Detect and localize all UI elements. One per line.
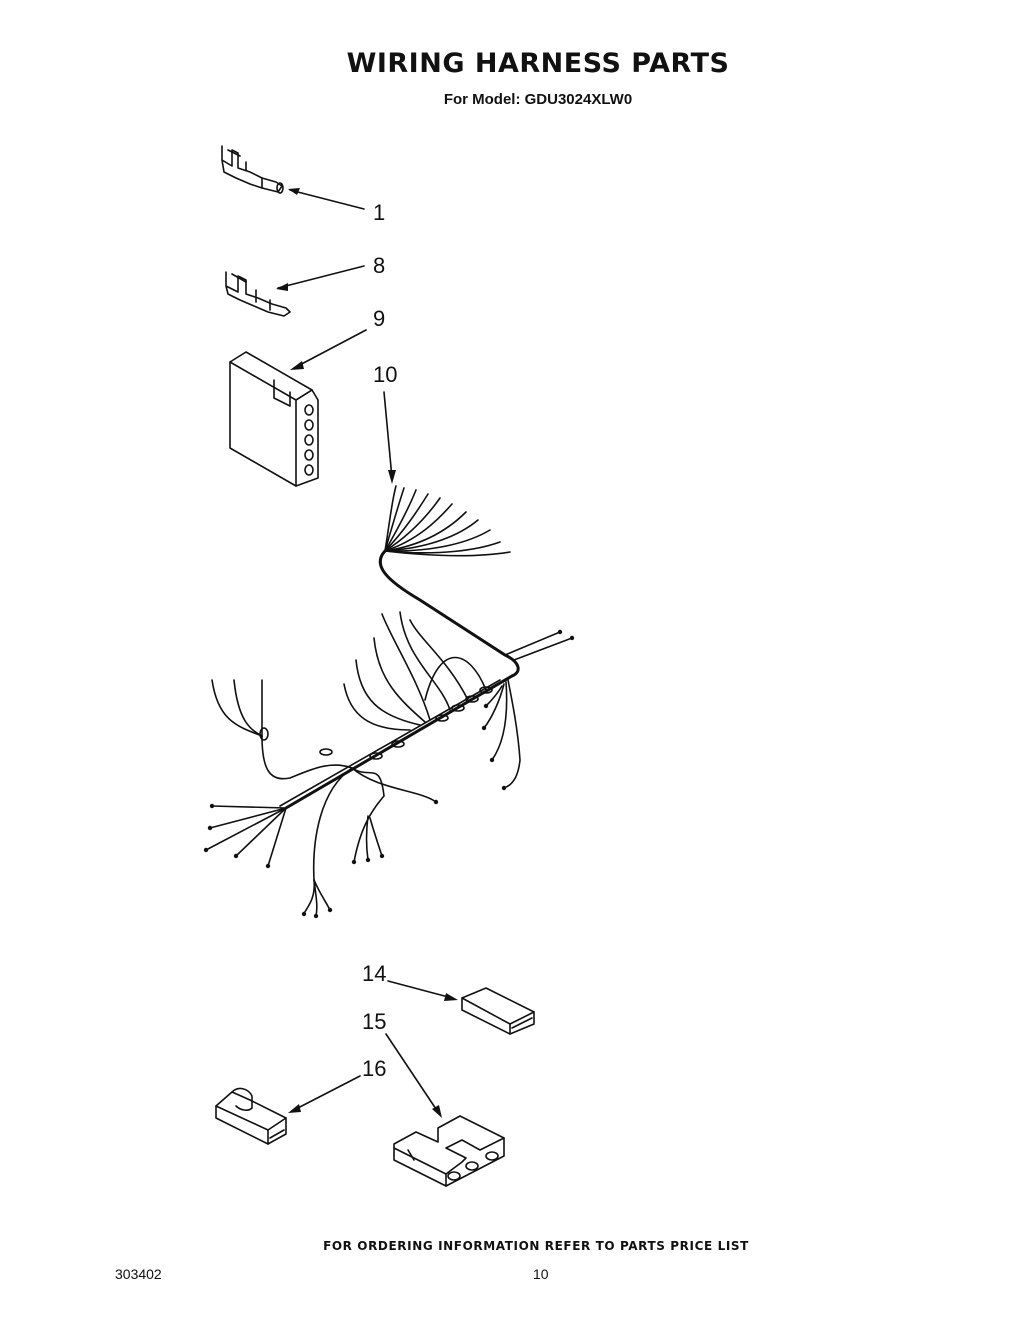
callout-label-9: 9 — [373, 306, 386, 331]
callout-label-16: 16 — [362, 1056, 387, 1081]
part-10-wiring-harness-icon — [203, 485, 575, 919]
part-9-connector-housing-icon — [229, 351, 319, 487]
callout-label-14: 14 — [362, 961, 387, 986]
part-1-terminal-icon — [221, 145, 284, 194]
model-subtitle: For Model: GDU3024XLW0 — [443, 91, 633, 108]
ordering-info-note: FOR ORDERING INFORMATION REFER TO PARTS … — [323, 1239, 749, 1253]
leader-line-1 — [289, 189, 365, 210]
callout-label-8: 8 — [373, 253, 386, 278]
part-16-connector-icon — [215, 1087, 287, 1145]
callout-label-1: 1 — [373, 200, 386, 225]
part-8-terminal-icon — [225, 271, 291, 317]
leader-line-9 — [293, 329, 367, 369]
callout-label-10: 10 — [373, 362, 398, 387]
page-title: WIRING HARNESS PARTS — [346, 48, 730, 79]
page-number: 10 — [533, 1266, 549, 1282]
part-14-connector-icon — [461, 987, 535, 1035]
part-15-connector-housing-icon — [393, 1115, 505, 1187]
leader-line-14 — [387, 980, 453, 999]
callout-label-15: 15 — [362, 1009, 387, 1034]
leader-line-10 — [383, 391, 393, 479]
document-number: 303402 — [115, 1266, 162, 1282]
leader-line-8 — [277, 265, 365, 289]
leader-line-15 — [385, 1033, 439, 1113]
leader-line-16 — [293, 1075, 361, 1111]
